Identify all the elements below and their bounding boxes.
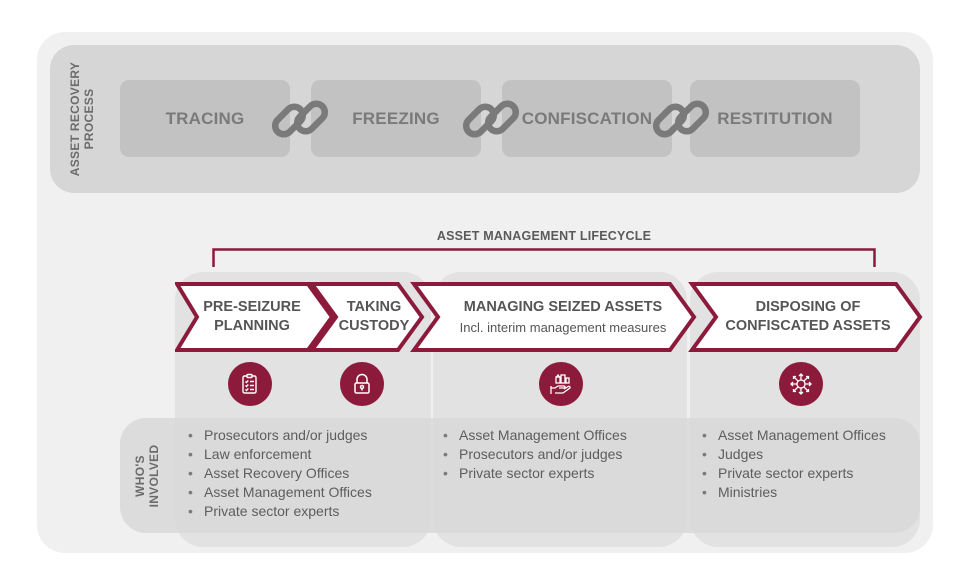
step-tracing: TRACING — [120, 80, 290, 157]
lifecycle-stage-arrows — [175, 282, 923, 352]
process-label-line-2: PROCESS — [82, 88, 96, 150]
stage-title-line: TAKING — [346, 299, 402, 315]
involved-list-disposing: Asset Management Offices Judges Private … — [701, 426, 886, 502]
list-item: Private sector experts — [442, 464, 627, 483]
stage-title-line: PLANNING — [214, 318, 290, 334]
chain-link-icon — [652, 100, 710, 138]
chain-link-icon — [271, 100, 329, 138]
whos-involved-label: WHO'S INVOLVED — [123, 420, 171, 532]
list-item: Private sector experts — [187, 502, 372, 521]
checklist-clipboard-icon — [228, 362, 272, 406]
process-label-line-1: ASSET RECOVERY — [68, 61, 82, 177]
who-label-line-1: WHO'S — [133, 455, 147, 497]
chain-link-icon — [462, 100, 520, 138]
list-item: Asset Management Offices — [187, 483, 372, 502]
stage-taking-custody: TAKING CUSTODY — [326, 298, 422, 336]
hand-holding-assets-icon — [539, 362, 583, 406]
step-confiscation: CONFISCATION — [502, 80, 672, 157]
involved-list-planning-custody: Prosecutors and/or judges Law enforcemen… — [187, 426, 372, 521]
stage-disposing-confiscated-assets: DISPOSING OF CONFISCATED ASSETS — [708, 298, 908, 336]
list-item: Asset Management Offices — [442, 426, 627, 445]
asset-recovery-process-label: ASSET RECOVERY PROCESS — [62, 55, 102, 183]
list-item: Ministries — [701, 483, 886, 502]
step-restitution: RESTITUTION — [690, 80, 860, 157]
involved-list-managing: Asset Management Offices Prosecutors and… — [442, 426, 627, 483]
stage-title-line: CUSTODY — [338, 318, 410, 334]
stage-arrow-taking-custody — [308, 282, 425, 352]
list-item: Private sector experts — [701, 464, 886, 483]
list-item: Prosecutors and/or judges — [442, 445, 627, 464]
stage-arrow-managing — [410, 282, 697, 352]
stage-title-line: DISPOSING OF — [755, 299, 861, 315]
list-item: Asset Recovery Offices — [187, 464, 372, 483]
stage-title-line: MANAGING SEIZED ASSETS — [463, 299, 663, 315]
stage-managing-seized-assets: MANAGING SEIZED ASSETS Incl. interim man… — [432, 298, 694, 337]
stage-title-line: CONFISCATED ASSETS — [725, 318, 891, 334]
list-item: Asset Management Offices — [701, 426, 886, 445]
list-item: Prosecutors and/or judges — [187, 426, 372, 445]
list-item: Law enforcement — [187, 445, 372, 464]
padlock-icon — [340, 362, 384, 406]
list-item: Judges — [701, 445, 886, 464]
lifecycle-bracket — [212, 248, 876, 267]
stage-arrow-disposing — [688, 282, 923, 352]
stage-subtitle: Incl. interim management measures — [459, 320, 667, 335]
who-label-line-2: INVOLVED — [147, 444, 161, 508]
stage-pre-seizure-planning: PRE-SEIZURE PLANNING — [194, 298, 310, 336]
stage-arrow-pre-seizure — [175, 282, 335, 352]
lifecycle-title: ASSET MANAGEMENT LIFECYCLE — [436, 229, 652, 243]
distribution-arrows-icon — [779, 362, 823, 406]
stage-title-line: PRE-SEIZURE — [203, 299, 301, 315]
step-freezing: FREEZING — [311, 80, 481, 157]
